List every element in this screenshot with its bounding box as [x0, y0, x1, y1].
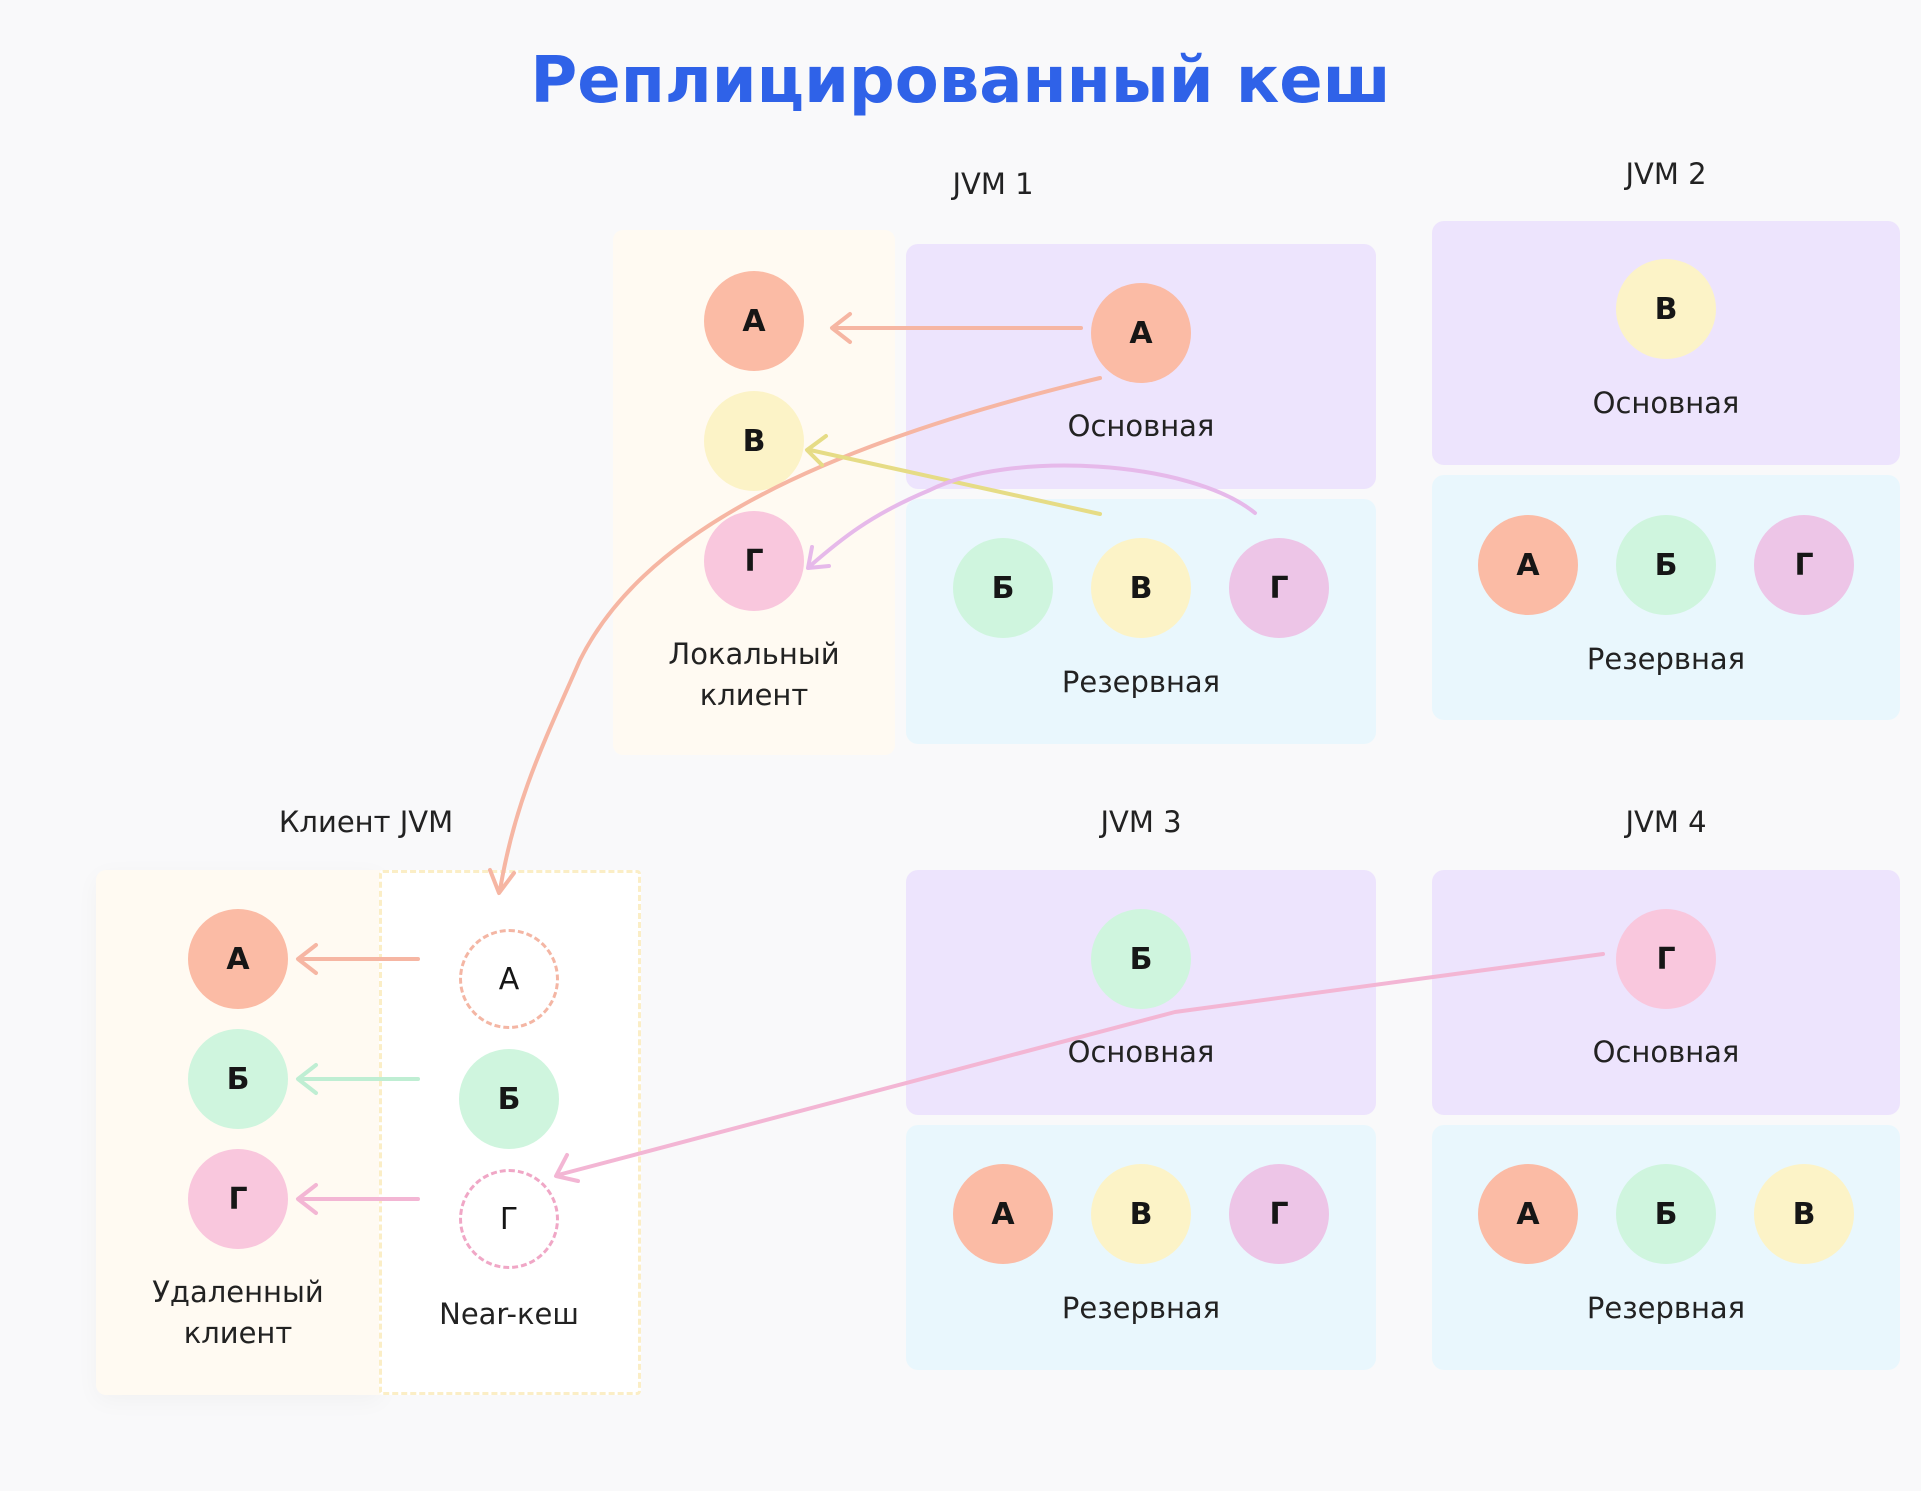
remote-node-a: А: [188, 909, 288, 1009]
near-node-g: Г: [459, 1169, 559, 1269]
page-title: Реплицированный кеш: [530, 44, 1391, 118]
jvm2-backup-node-g: Г: [1754, 515, 1854, 615]
jvm3-backup-node-a: А: [953, 1164, 1053, 1264]
jvm3-label: JVM 3: [1100, 805, 1182, 839]
local-node-v: В: [704, 391, 804, 491]
client-jvm-label: Клиент JVM: [278, 805, 454, 839]
jvm3-primary-label: Основная: [1067, 1035, 1215, 1069]
jvm2-label: JVM 2: [1625, 157, 1707, 191]
jvm4-primary-node-g: Г: [1616, 909, 1716, 1009]
jvm4-backup-label: Резервная: [1586, 1291, 1746, 1325]
jvm2-backup-node-a: А: [1478, 515, 1578, 615]
jvm3-primary-node-b: Б: [1091, 909, 1191, 1009]
local-client-label-1: Локальный: [668, 637, 840, 671]
jvm4-primary-label: Основная: [1592, 1035, 1740, 1069]
jvm1-backup-label: Резервная: [1061, 665, 1221, 699]
remote-client-label-2: клиент: [183, 1316, 293, 1350]
jvm2-backup-label: Резервная: [1586, 642, 1746, 676]
jvm4-backup-node-a: А: [1478, 1164, 1578, 1264]
near-node-a: А: [459, 929, 559, 1029]
jvm1-primary-node-a: А: [1091, 283, 1191, 383]
remote-node-g: Г: [188, 1149, 288, 1249]
jvm1-backup-node-v: В: [1091, 538, 1191, 638]
jvm3-backup-label: Резервная: [1061, 1291, 1221, 1325]
jvm4-backup-node-b: Б: [1616, 1164, 1716, 1264]
near-node-b: Б: [459, 1049, 559, 1149]
jvm2-primary-node-v: В: [1616, 259, 1716, 359]
jvm3-backup-node-v: В: [1091, 1164, 1191, 1264]
jvm4-label: JVM 4: [1625, 805, 1707, 839]
jvm2-backup-node-b: Б: [1616, 515, 1716, 615]
jvm1-backup-node-g: Г: [1229, 538, 1329, 638]
local-node-a: А: [704, 271, 804, 371]
jvm1-backup-node-b: Б: [953, 538, 1053, 638]
local-client-label-2: клиент: [699, 678, 809, 712]
jvm3-backup-node-g: Г: [1229, 1164, 1329, 1264]
near-cache-label: Near-кеш: [439, 1297, 579, 1331]
remote-node-b: Б: [188, 1029, 288, 1129]
local-node-g: Г: [704, 511, 804, 611]
jvm4-backup-node-v: В: [1754, 1164, 1854, 1264]
jvm2-primary-label: Основная: [1592, 386, 1740, 420]
jvm1-primary-label: Основная: [1067, 409, 1215, 443]
remote-client-label-1: Удаленный: [152, 1275, 324, 1309]
jvm1-label: JVM 1: [952, 167, 1034, 201]
